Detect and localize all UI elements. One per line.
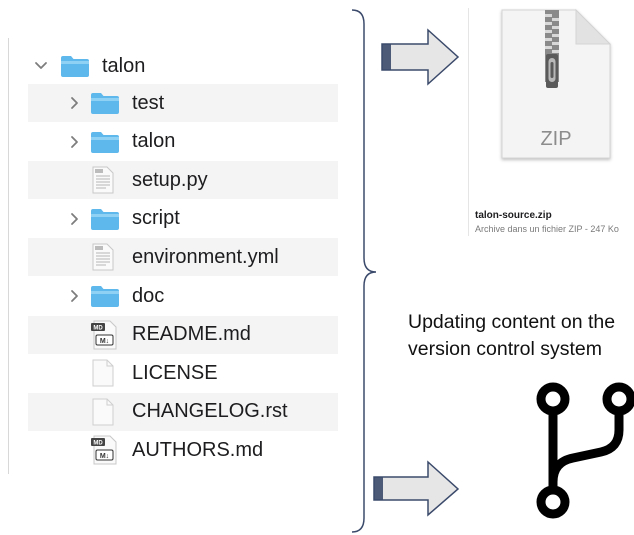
- finder-file-tree: talon: [0, 38, 338, 478]
- blank-file-icon: [92, 398, 114, 426]
- arrow-to-zip-icon: [381, 28, 460, 86]
- tree-row-script[interactable]: script: [28, 200, 338, 238]
- folder-icon: [90, 130, 120, 154]
- tree-item-label: AUTHORS.md: [132, 438, 264, 461]
- text-file-icon: [92, 166, 114, 194]
- chevron-right-icon[interactable]: [68, 212, 82, 226]
- tree-item-label: script: [132, 207, 180, 230]
- blank-file-icon: [92, 359, 114, 387]
- tree-item-label: LICENSE: [132, 361, 218, 384]
- tree-item-label: doc: [132, 284, 165, 307]
- tree-item-label: test: [132, 91, 165, 114]
- tree-row-setup-py[interactable]: setup.py: [28, 161, 338, 200]
- tree-row-root[interactable]: talon: [28, 47, 338, 85]
- tree-item-label: README.md: [132, 323, 251, 346]
- folder-icon: [90, 207, 120, 231]
- curly-brace: [351, 9, 377, 533]
- tree-row-doc[interactable]: doc: [28, 277, 338, 315]
- tree-item-label: talon: [102, 54, 146, 77]
- zip-icon-text: ZIP: [540, 128, 571, 150]
- tree-item-label: talon: [132, 130, 176, 153]
- tree-row-readme-md[interactable]: MD M↓ README.md: [28, 315, 338, 354]
- tree-row-talon[interactable]: talon: [28, 123, 338, 161]
- chevron-right-icon[interactable]: [68, 135, 82, 149]
- tree-row-environment-yml[interactable]: environment.yml: [28, 238, 338, 277]
- text-file-icon: [92, 243, 114, 271]
- tree-row-authors-md[interactable]: MD M↓ AUTHORS.md: [28, 431, 338, 469]
- preview-divider: [468, 8, 469, 236]
- tree-row-changelog-rst[interactable]: CHANGELOG.rst: [28, 392, 338, 431]
- tree-row-test[interactable]: test: [28, 84, 338, 122]
- markdown-file-icon: MD M↓: [90, 435, 118, 465]
- svg-text:M↓: M↓: [100, 453, 109, 460]
- markdown-file-icon: MD M↓: [90, 320, 118, 350]
- folder-icon: [90, 91, 120, 115]
- folder-icon: [90, 284, 120, 308]
- folder-icon: [60, 54, 90, 78]
- tree-item-label: environment.yml: [132, 245, 279, 268]
- zip-file-icon[interactable]: ZIP: [496, 8, 616, 164]
- tree-row-license[interactable]: LICENSE: [28, 354, 338, 392]
- vcs-caption: Updating content on the version control …: [408, 311, 616, 360]
- arrow-to-branch-icon: [373, 460, 460, 517]
- chevron-right-icon[interactable]: [68, 96, 82, 110]
- tree-item-label: CHANGELOG.rst: [132, 400, 288, 423]
- git-branch-icon: [533, 378, 634, 526]
- panel-edge: [8, 38, 9, 474]
- chevron-down-icon[interactable]: [34, 59, 48, 73]
- zip-file-info: Archive dans un fichier ZIP - 247 Ko: [475, 224, 619, 234]
- zip-file-name: talon-source.zip: [475, 210, 552, 221]
- svg-text:MD: MD: [93, 441, 103, 447]
- chevron-right-icon[interactable]: [68, 289, 82, 303]
- svg-text:MD: MD: [93, 325, 103, 331]
- svg-text:M↓: M↓: [100, 338, 109, 345]
- tree-item-label: setup.py: [132, 168, 208, 191]
